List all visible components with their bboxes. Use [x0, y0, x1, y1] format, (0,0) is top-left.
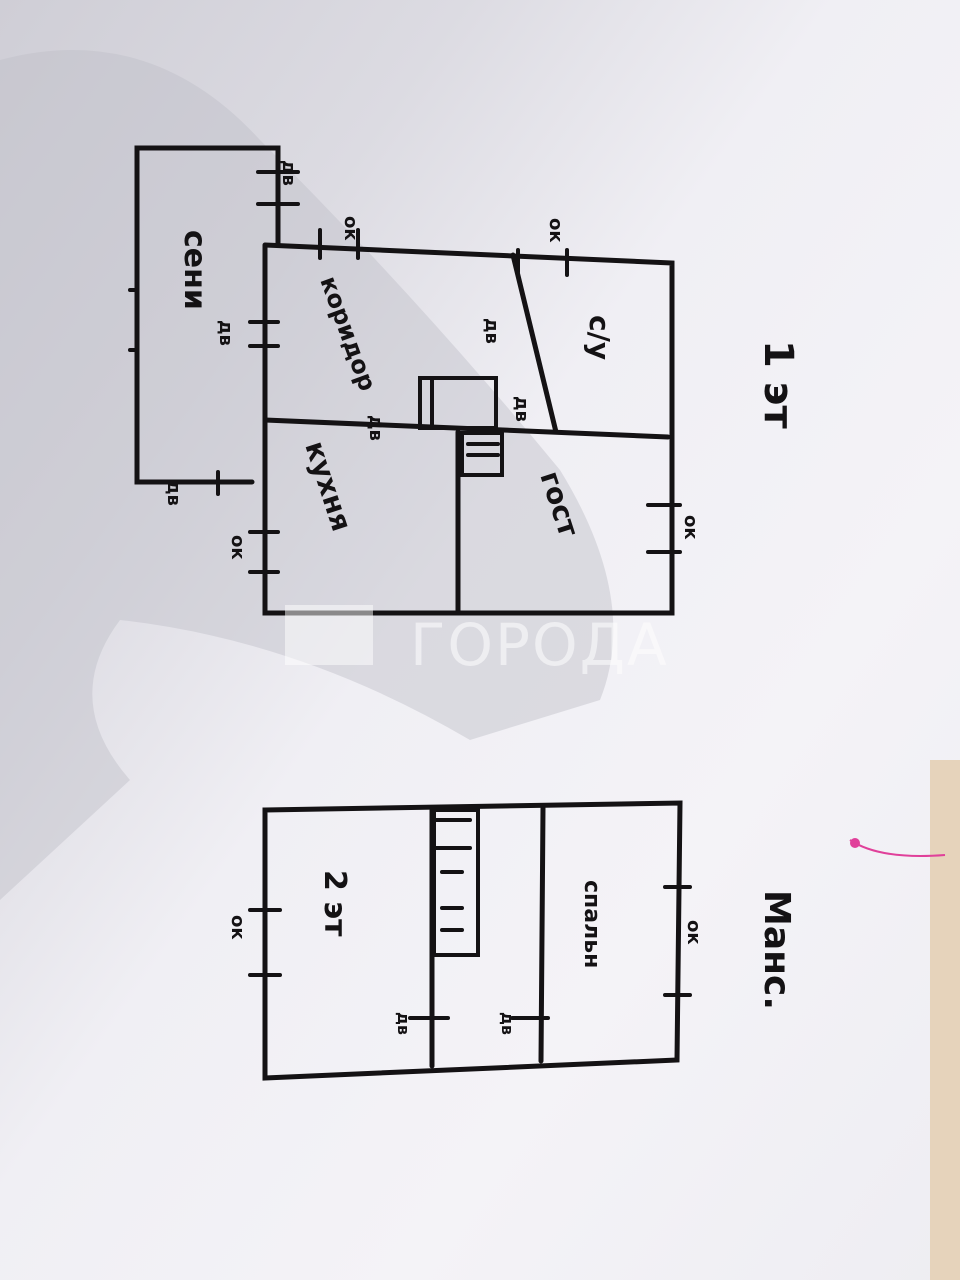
floor-1-title: 1 эт — [755, 340, 801, 429]
attic-title: Манс. — [756, 890, 797, 1010]
window-label: ок — [683, 920, 704, 945]
door-label: дв — [163, 480, 184, 506]
desk-surface — [930, 760, 960, 1280]
door-label: дв — [394, 1012, 413, 1035]
door-label: дв — [481, 318, 502, 344]
room-bathroom-label: с/у — [583, 315, 616, 360]
window-label: ок — [227, 915, 248, 940]
attic-plan — [248, 800, 946, 1081]
room-entry-label: сени — [177, 230, 212, 310]
door-label: дв — [215, 320, 236, 346]
window-label: ок — [340, 216, 361, 241]
door-label: дв — [278, 160, 299, 186]
room-bedroom-label: спальн — [579, 880, 604, 968]
window-label: ок — [545, 218, 566, 243]
room-corridor-label: коридор — [314, 272, 381, 394]
door-label: дв — [365, 415, 386, 441]
room-kitchen-label: кухня — [298, 437, 358, 535]
watermark-text: ГОРОДА — [410, 611, 669, 679]
watermark: ГОРОДА — [285, 605, 669, 679]
room-living-label: гост — [533, 467, 585, 541]
window-label: ок — [227, 535, 248, 560]
room-second-floor-label: 2 эт — [317, 870, 352, 937]
door-label: дв — [498, 1012, 517, 1035]
door-label: дв — [511, 396, 532, 422]
pink-ink-mark — [849, 839, 946, 857]
watermark-logo — [285, 605, 373, 665]
floor-1-plan — [128, 145, 682, 616]
window-label: ок — [680, 515, 701, 540]
